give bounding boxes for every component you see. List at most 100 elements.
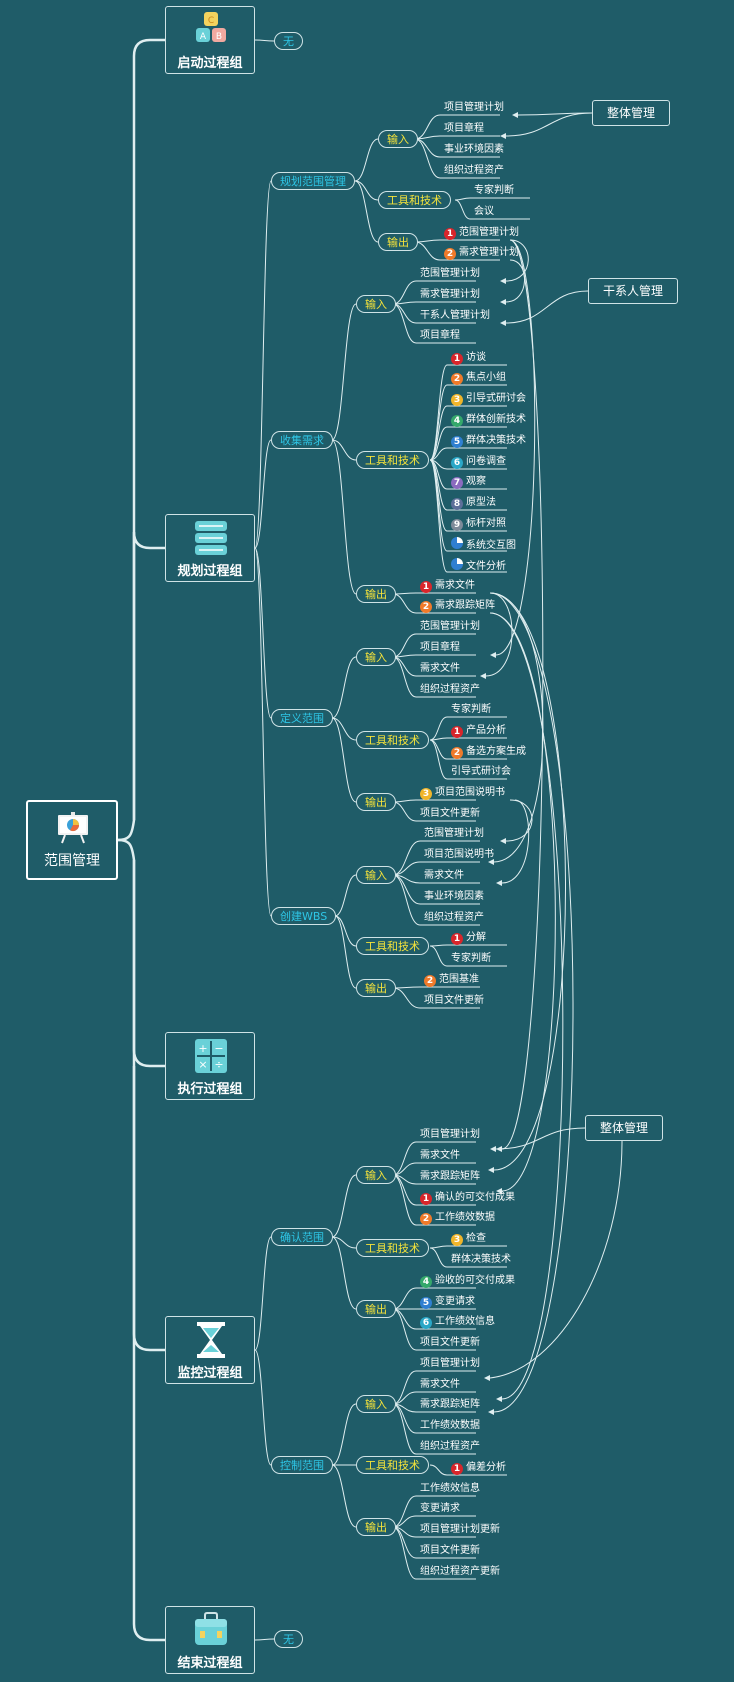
io-inputs[interactable]: 输入	[356, 1395, 396, 1413]
io-tools[interactable]: 工具和技术	[356, 731, 429, 749]
leaf-item[interactable]: 引导式研讨会	[451, 765, 511, 779]
leaf-item[interactable]: 项目管理计划	[420, 1357, 480, 1371]
leaf-item[interactable]: 系统交互图	[451, 537, 516, 551]
io-inputs[interactable]: 输入	[378, 130, 418, 148]
process-define-scope[interactable]: 定义范围	[271, 709, 333, 727]
group-planning[interactable]: 规划过程组	[165, 514, 255, 582]
leaf-item[interactable]: 范围管理计划	[420, 620, 480, 634]
group-closing[interactable]: 结束过程组	[165, 1606, 255, 1674]
process-create-wbs[interactable]: 创建WBS	[271, 907, 337, 925]
leaf-item[interactable]: 范围管理计划	[420, 267, 480, 281]
ref-stakeholder-management[interactable]: 干系人管理	[588, 278, 679, 304]
leaf-item[interactable]: 事业环境因素	[424, 890, 484, 904]
leaf-item[interactable]: 需求跟踪矩阵	[420, 1170, 480, 1184]
io-outputs[interactable]: 输出	[356, 793, 396, 811]
process-control-scope[interactable]: 控制范围	[271, 1456, 333, 1474]
leaf-item[interactable]: 项目管理计划	[444, 101, 504, 115]
leaf-item[interactable]: 工作绩效信息	[420, 1482, 480, 1496]
leaf-item[interactable]: 项目章程	[444, 122, 484, 136]
leaf-item[interactable]: 专家判断	[474, 184, 514, 198]
leaf-item[interactable]: 群体决策技术	[451, 1253, 511, 1267]
leaf-item[interactable]: 需求文件	[420, 1378, 460, 1392]
group-executing[interactable]: + − × ÷ 执行过程组	[165, 1032, 255, 1100]
leaf-item[interactable]: 项目文件更新	[420, 807, 480, 821]
leaf-item[interactable]: 项目管理计划	[420, 1128, 480, 1142]
io-tools[interactable]: 工具和技术	[356, 1239, 429, 1257]
none-label[interactable]: 无	[274, 32, 303, 50]
leaf-item[interactable]: 项目章程	[420, 329, 460, 343]
group-monitoring[interactable]: 监控过程组	[165, 1316, 255, 1384]
io-tools[interactable]: 工具和技术	[356, 937, 429, 955]
group-initiating[interactable]: C A B 启动过程组	[165, 6, 255, 74]
leaf-item[interactable]: 项目管理计划更新	[420, 1523, 500, 1537]
leaf-item[interactable]: 变更请求	[420, 1502, 460, 1516]
leaf-item[interactable]: 范围管理计划	[424, 827, 484, 841]
process-collect-requirements[interactable]: 收集需求	[271, 431, 333, 449]
leaf-item[interactable]: 需求文件	[420, 662, 460, 676]
leaf-item[interactable]: 工作绩效数据	[420, 1419, 480, 1433]
leaf-item[interactable]: 专家判断	[451, 703, 491, 717]
root-node[interactable]: 范围管理	[26, 800, 118, 880]
leaf-item[interactable]: 文件分析	[451, 558, 506, 572]
io-outputs[interactable]: 输出	[356, 1518, 396, 1536]
none-label[interactable]: 无	[274, 1630, 303, 1648]
io-inputs[interactable]: 输入	[356, 1166, 396, 1184]
leaf-item[interactable]: 组织过程资产	[420, 1440, 480, 1454]
io-tools[interactable]: 工具和技术	[378, 191, 451, 209]
io-outputs[interactable]: 输出	[356, 1300, 396, 1318]
io-outputs[interactable]: 输出	[356, 585, 396, 603]
process-plan-scope[interactable]: 规划范围管理	[271, 172, 355, 190]
io-tools[interactable]: 工具和技术	[356, 451, 429, 469]
io-outputs[interactable]: 输出	[356, 979, 396, 997]
io-inputs[interactable]: 输入	[356, 648, 396, 666]
io-inputs[interactable]: 输入	[356, 866, 396, 884]
leaf-item[interactable]: 专家判断	[451, 952, 491, 966]
io-inputs[interactable]: 输入	[356, 295, 396, 313]
leaf-item[interactable]: 需求文件	[420, 1149, 460, 1163]
leaf-item[interactable]: 项目文件更新	[420, 1336, 480, 1350]
leaf-item[interactable]: 组织过程资产	[444, 164, 504, 178]
ref-integration-management[interactable]: 整体管理	[592, 100, 671, 126]
leaf-item[interactable]: 干系人管理计划	[420, 309, 490, 323]
leaf-item[interactable]: 组织过程资产更新	[420, 1565, 500, 1579]
leaf-item[interactable]: 会议	[474, 205, 494, 219]
leaf-item[interactable]: 项目章程	[420, 641, 460, 655]
leaf-item[interactable]: 需求管理计划	[420, 288, 480, 302]
process-validate-scope[interactable]: 确认范围	[271, 1228, 333, 1246]
leaf-item[interactable]: 项目文件更新	[420, 1544, 480, 1558]
leaf-item[interactable]: 事业环境因素	[444, 143, 504, 157]
leaf-item[interactable]: 需求文件	[424, 869, 464, 883]
leaf-item[interactable]: 组织过程资产	[424, 911, 484, 925]
io-tools[interactable]: 工具和技术	[356, 1456, 429, 1474]
leaf-item[interactable]: 项目范围说明书	[424, 848, 494, 862]
leaf-item[interactable]: 项目文件更新	[424, 994, 484, 1008]
leaf-item[interactable]: 需求跟踪矩阵	[420, 1398, 480, 1412]
leaf-item[interactable]: 组织过程资产	[420, 683, 480, 697]
io-outputs[interactable]: 输出	[378, 233, 418, 251]
